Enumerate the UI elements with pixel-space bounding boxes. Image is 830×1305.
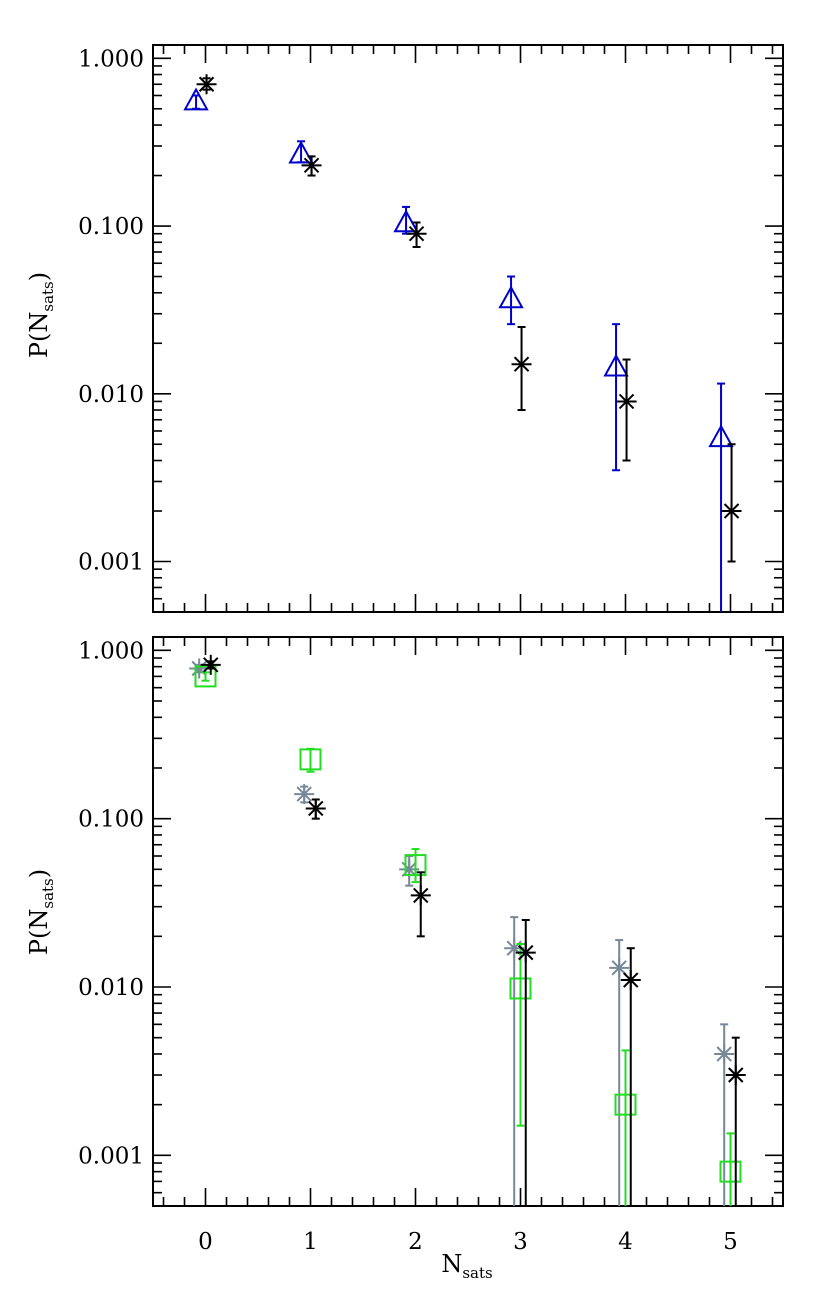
x-tick-label: 0 <box>198 1229 213 1255</box>
data-point-square <box>194 665 217 688</box>
y-tick-label: 0.001 <box>78 550 144 576</box>
data-point-asterisk <box>725 1065 746 1086</box>
data-point-asterisk <box>406 223 427 244</box>
y-axis-title-sub: sats <box>39 281 57 311</box>
y-axis-title-main: P(N <box>25 312 53 359</box>
y-tick-label: 0.010 <box>78 975 144 1001</box>
data-layer <box>183 74 742 612</box>
y-tick-label: 0.010 <box>78 382 144 408</box>
plot-frame <box>152 636 784 1207</box>
x-tick-label: 5 <box>723 1229 738 1255</box>
x-tick-label: 4 <box>618 1229 633 1255</box>
x-tick-label: 2 <box>408 1229 423 1255</box>
data-point-asterisk <box>294 784 315 805</box>
y-axis-title-sub: sats <box>39 878 57 908</box>
data-point-triangle <box>603 353 629 377</box>
data-point-square <box>299 748 322 771</box>
data-point-triangle <box>708 424 734 448</box>
x-tick-label: 3 <box>513 1229 528 1255</box>
y-axis-title-main: P(N <box>25 909 53 956</box>
data-point-asterisk <box>515 942 536 963</box>
y-axis-title-close: ) <box>25 272 53 281</box>
data-point-asterisk <box>616 391 637 412</box>
data-point-asterisk <box>620 970 641 991</box>
x-tick-label: 1 <box>303 1229 318 1255</box>
data-layer <box>189 654 746 1206</box>
data-point-asterisk <box>301 155 322 176</box>
y-tick-label: 0.100 <box>78 214 144 240</box>
data-point-square <box>614 1093 637 1116</box>
data-point-square <box>404 854 427 877</box>
data-point-asterisk <box>609 957 630 978</box>
data-point-triangle <box>498 285 524 309</box>
data-point-asterisk <box>410 885 431 906</box>
x-axis-title: Nsats <box>441 1250 492 1282</box>
data-point-asterisk <box>196 74 217 95</box>
data-point-asterisk <box>511 354 532 375</box>
plot-frame <box>152 44 784 613</box>
y-axis-title: P(Nsats) <box>25 272 57 358</box>
y-tick-label: 0.001 <box>78 1143 144 1169</box>
x-axis-title-sub: sats <box>462 1264 492 1282</box>
y-axis-title-close: ) <box>25 869 53 878</box>
y-tick-label: 1.000 <box>78 46 144 72</box>
data-point-square <box>719 1160 742 1183</box>
data-point-asterisk <box>721 501 742 522</box>
data-point-square <box>509 977 532 1000</box>
data-point-asterisk <box>305 798 326 819</box>
y-axis-title: P(Nsats) <box>25 869 57 955</box>
data-point-asterisk <box>714 1043 735 1064</box>
data-point-triangle <box>288 140 314 164</box>
y-tick-label: 1.000 <box>78 638 144 664</box>
data-point-triangle <box>393 209 419 233</box>
data-point-asterisk <box>200 654 221 675</box>
y-tick-label: 0.100 <box>78 807 144 833</box>
data-point-triangle <box>183 87 209 111</box>
